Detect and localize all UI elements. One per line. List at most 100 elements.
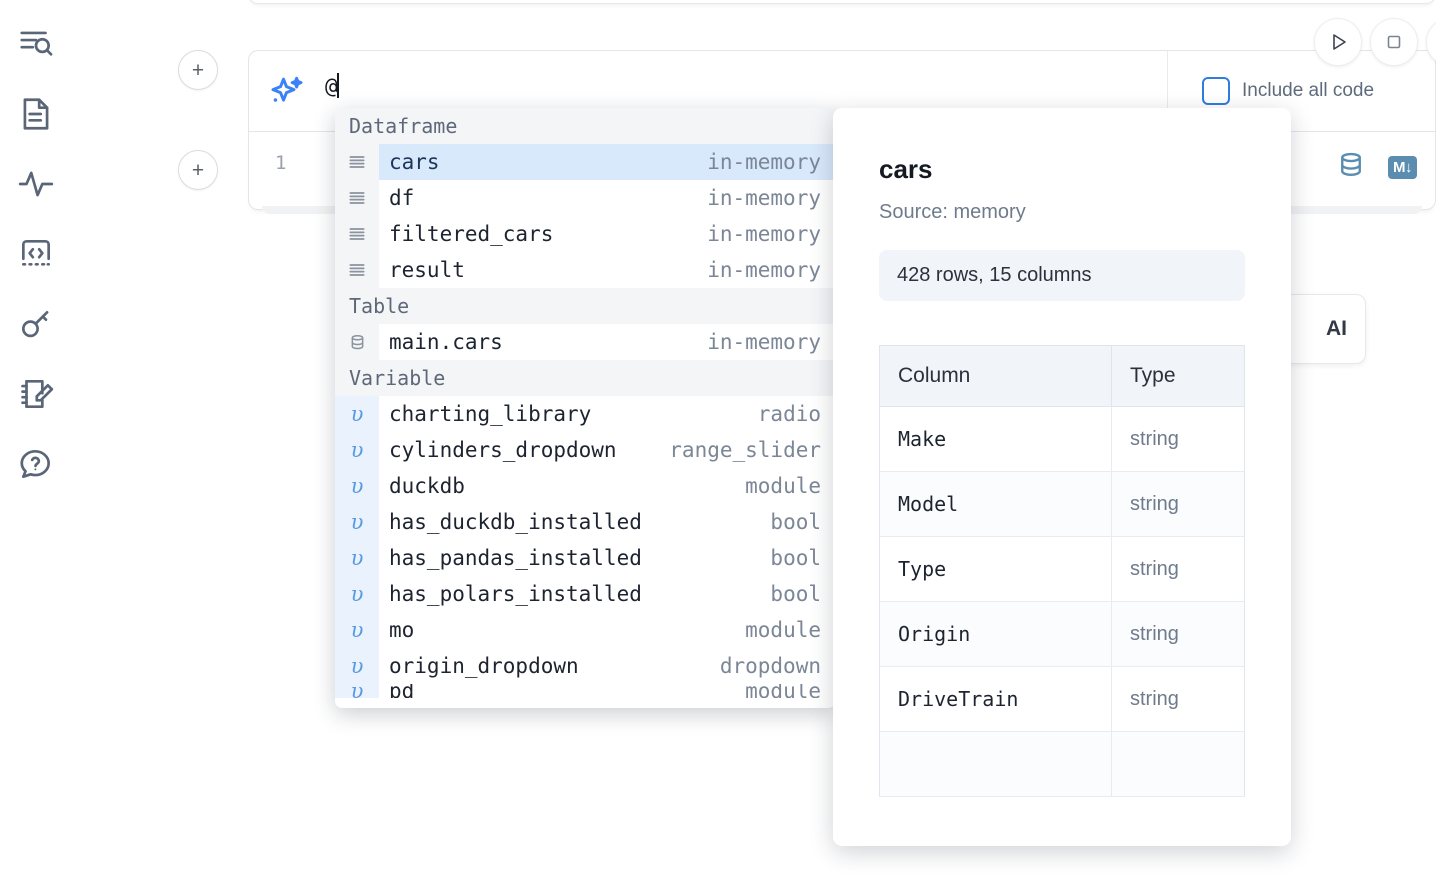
detail-shape-badge: 428 rows, 15 columns — [879, 250, 1245, 301]
autocomplete-item-name: pd — [389, 684, 415, 698]
autocomplete-item-name: has_duckdb_installed — [389, 510, 642, 534]
autocomplete-item-type: in-memory — [707, 150, 821, 174]
autocomplete-item-name: origin_dropdown — [389, 654, 579, 678]
include-all-code-toggle[interactable]: Include all code — [1202, 77, 1374, 105]
detail-column-type — [1111, 731, 1245, 797]
detail-column-name: Make — [879, 406, 1112, 472]
run-button[interactable] — [1314, 18, 1362, 66]
dataframe-rows-icon — [335, 216, 379, 252]
autocomplete-item-name: has_pandas_installed — [389, 546, 642, 570]
autocomplete-item[interactable]: cars in-memory — [335, 144, 835, 180]
add-cell-button-bottom[interactable]: + — [178, 150, 218, 190]
detail-column-name: Model — [879, 471, 1112, 537]
ai-prompt-input[interactable]: @ — [325, 51, 1167, 133]
autocomplete-item-type: in-memory — [707, 330, 821, 354]
detail-column-type: string — [1111, 536, 1245, 602]
help-chat-icon[interactable] — [10, 438, 62, 490]
activity-pulse-icon[interactable] — [10, 158, 62, 210]
dataframe-rows-icon — [335, 180, 379, 216]
detail-column-type: string — [1111, 406, 1245, 472]
autocomplete-dropdown[interactable]: Dataframe cars in-memory df in-memory filtere… — [335, 108, 835, 708]
detail-column-name: Type — [879, 536, 1112, 602]
autocomplete-item-name: result — [389, 258, 465, 282]
code-snippet-icon[interactable] — [10, 228, 62, 280]
autocomplete-item[interactable]: df in-memory — [335, 180, 835, 216]
autocomplete-item-name: main.cars — [389, 330, 503, 354]
include-all-code-label: Include all code — [1242, 80, 1375, 101]
detail-header-type: Type — [1111, 345, 1245, 407]
autocomplete-list[interactable]: Dataframe cars in-memory df in-memory filtere… — [335, 108, 835, 708]
autocomplete-item[interactable]: υ has_duckdb_installed bool — [335, 504, 835, 540]
scratchpad-edit-icon[interactable] — [10, 368, 62, 420]
add-cell-button-top[interactable]: + — [178, 50, 218, 90]
text-caret — [336, 73, 339, 98]
dataframe-rows-icon — [335, 252, 379, 288]
cell-above-partial — [248, 0, 1436, 4]
database-table-icon — [335, 324, 379, 360]
autocomplete-item-type: in-memory — [707, 258, 821, 282]
document-icon[interactable] — [10, 88, 62, 140]
autocomplete-item-type: range_slider — [669, 438, 821, 462]
autocomplete-item-type: module — [745, 474, 821, 498]
include-all-code-checkbox[interactable] — [1202, 77, 1230, 105]
detail-header-column: Column — [879, 345, 1112, 407]
autocomplete-item-name: cylinders_dropdown — [389, 438, 617, 462]
autocomplete-item-name: filtered_cars — [389, 222, 554, 246]
autocomplete-item-name: cars — [389, 150, 440, 174]
autocomplete-group-header: Dataframe — [335, 108, 835, 144]
variable-icon: υ — [335, 612, 379, 648]
autocomplete-item[interactable]: υ charting_library radio — [335, 396, 835, 432]
stop-button[interactable] — [1370, 18, 1418, 66]
detail-column-type: string — [1111, 666, 1245, 732]
variable-icon: υ — [335, 504, 379, 540]
autocomplete-item-name: mo — [389, 618, 415, 642]
variable-icon: υ — [335, 432, 379, 468]
autocomplete-item-type: module — [745, 618, 821, 642]
key-icon[interactable] — [10, 298, 62, 350]
left-sidebar — [0, 0, 72, 874]
autocomplete-group-header: Variable — [335, 360, 835, 396]
autocomplete-item[interactable]: main.cars in-memory — [335, 324, 835, 360]
autocomplete-item-type: dropdown — [719, 654, 821, 678]
ai-sparkle-icon — [249, 51, 325, 133]
explore-search-icon[interactable] — [10, 18, 62, 70]
detail-column-type: string — [1111, 471, 1245, 537]
autocomplete-item-name: duckdb — [389, 474, 465, 498]
autocomplete-item-name: df — [389, 186, 415, 210]
detail-table-header-row: Column Type — [879, 345, 1245, 407]
autocomplete-item-type: in-memory — [707, 186, 821, 210]
ai-prompt-value: @ — [325, 74, 338, 98]
detail-column-name: Origin — [879, 601, 1112, 667]
detail-column-name: DriveTrain — [879, 666, 1112, 732]
variable-icon: υ — [335, 540, 379, 576]
detail-column-name — [879, 731, 1112, 797]
table-row — [879, 731, 1245, 797]
autocomplete-item-type: bool — [770, 510, 821, 534]
variable-icon: υ — [335, 396, 379, 432]
markdown-badge[interactable]: M↓ — [1388, 156, 1417, 179]
autocomplete-item-name: has_polars_installed — [389, 582, 642, 606]
autocomplete-item[interactable]: result in-memory — [335, 252, 835, 288]
autocomplete-item-type: bool — [770, 582, 821, 606]
autocomplete-item-type: radio — [757, 402, 821, 426]
autocomplete-item-name: charting_library — [389, 402, 592, 426]
autocomplete-item[interactable]: υ cylinders_dropdown range_slider — [335, 432, 835, 468]
variable-icon: υ — [335, 684, 379, 698]
cell-icon-group: M↓ — [1336, 150, 1417, 185]
dataframe-detail-panel: cars Source: memory 428 rows, 15 columns… — [833, 108, 1291, 846]
database-icon[interactable] — [1336, 150, 1366, 185]
